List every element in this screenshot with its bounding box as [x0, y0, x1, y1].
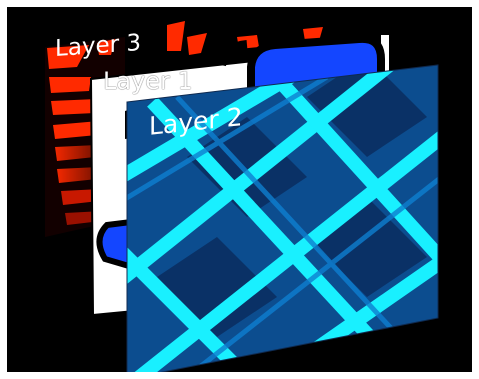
layer-1-label: Layer 1 — [103, 67, 193, 95]
3d-scene-viewport[interactable]: Layer 3 Layer 1 Layer 2 — [7, 7, 472, 372]
layer-3-label: Layer 3 — [55, 29, 142, 63]
layer-2-plane[interactable] — [87, 47, 472, 372]
layer-stack-canvas — [45, 21, 472, 372]
